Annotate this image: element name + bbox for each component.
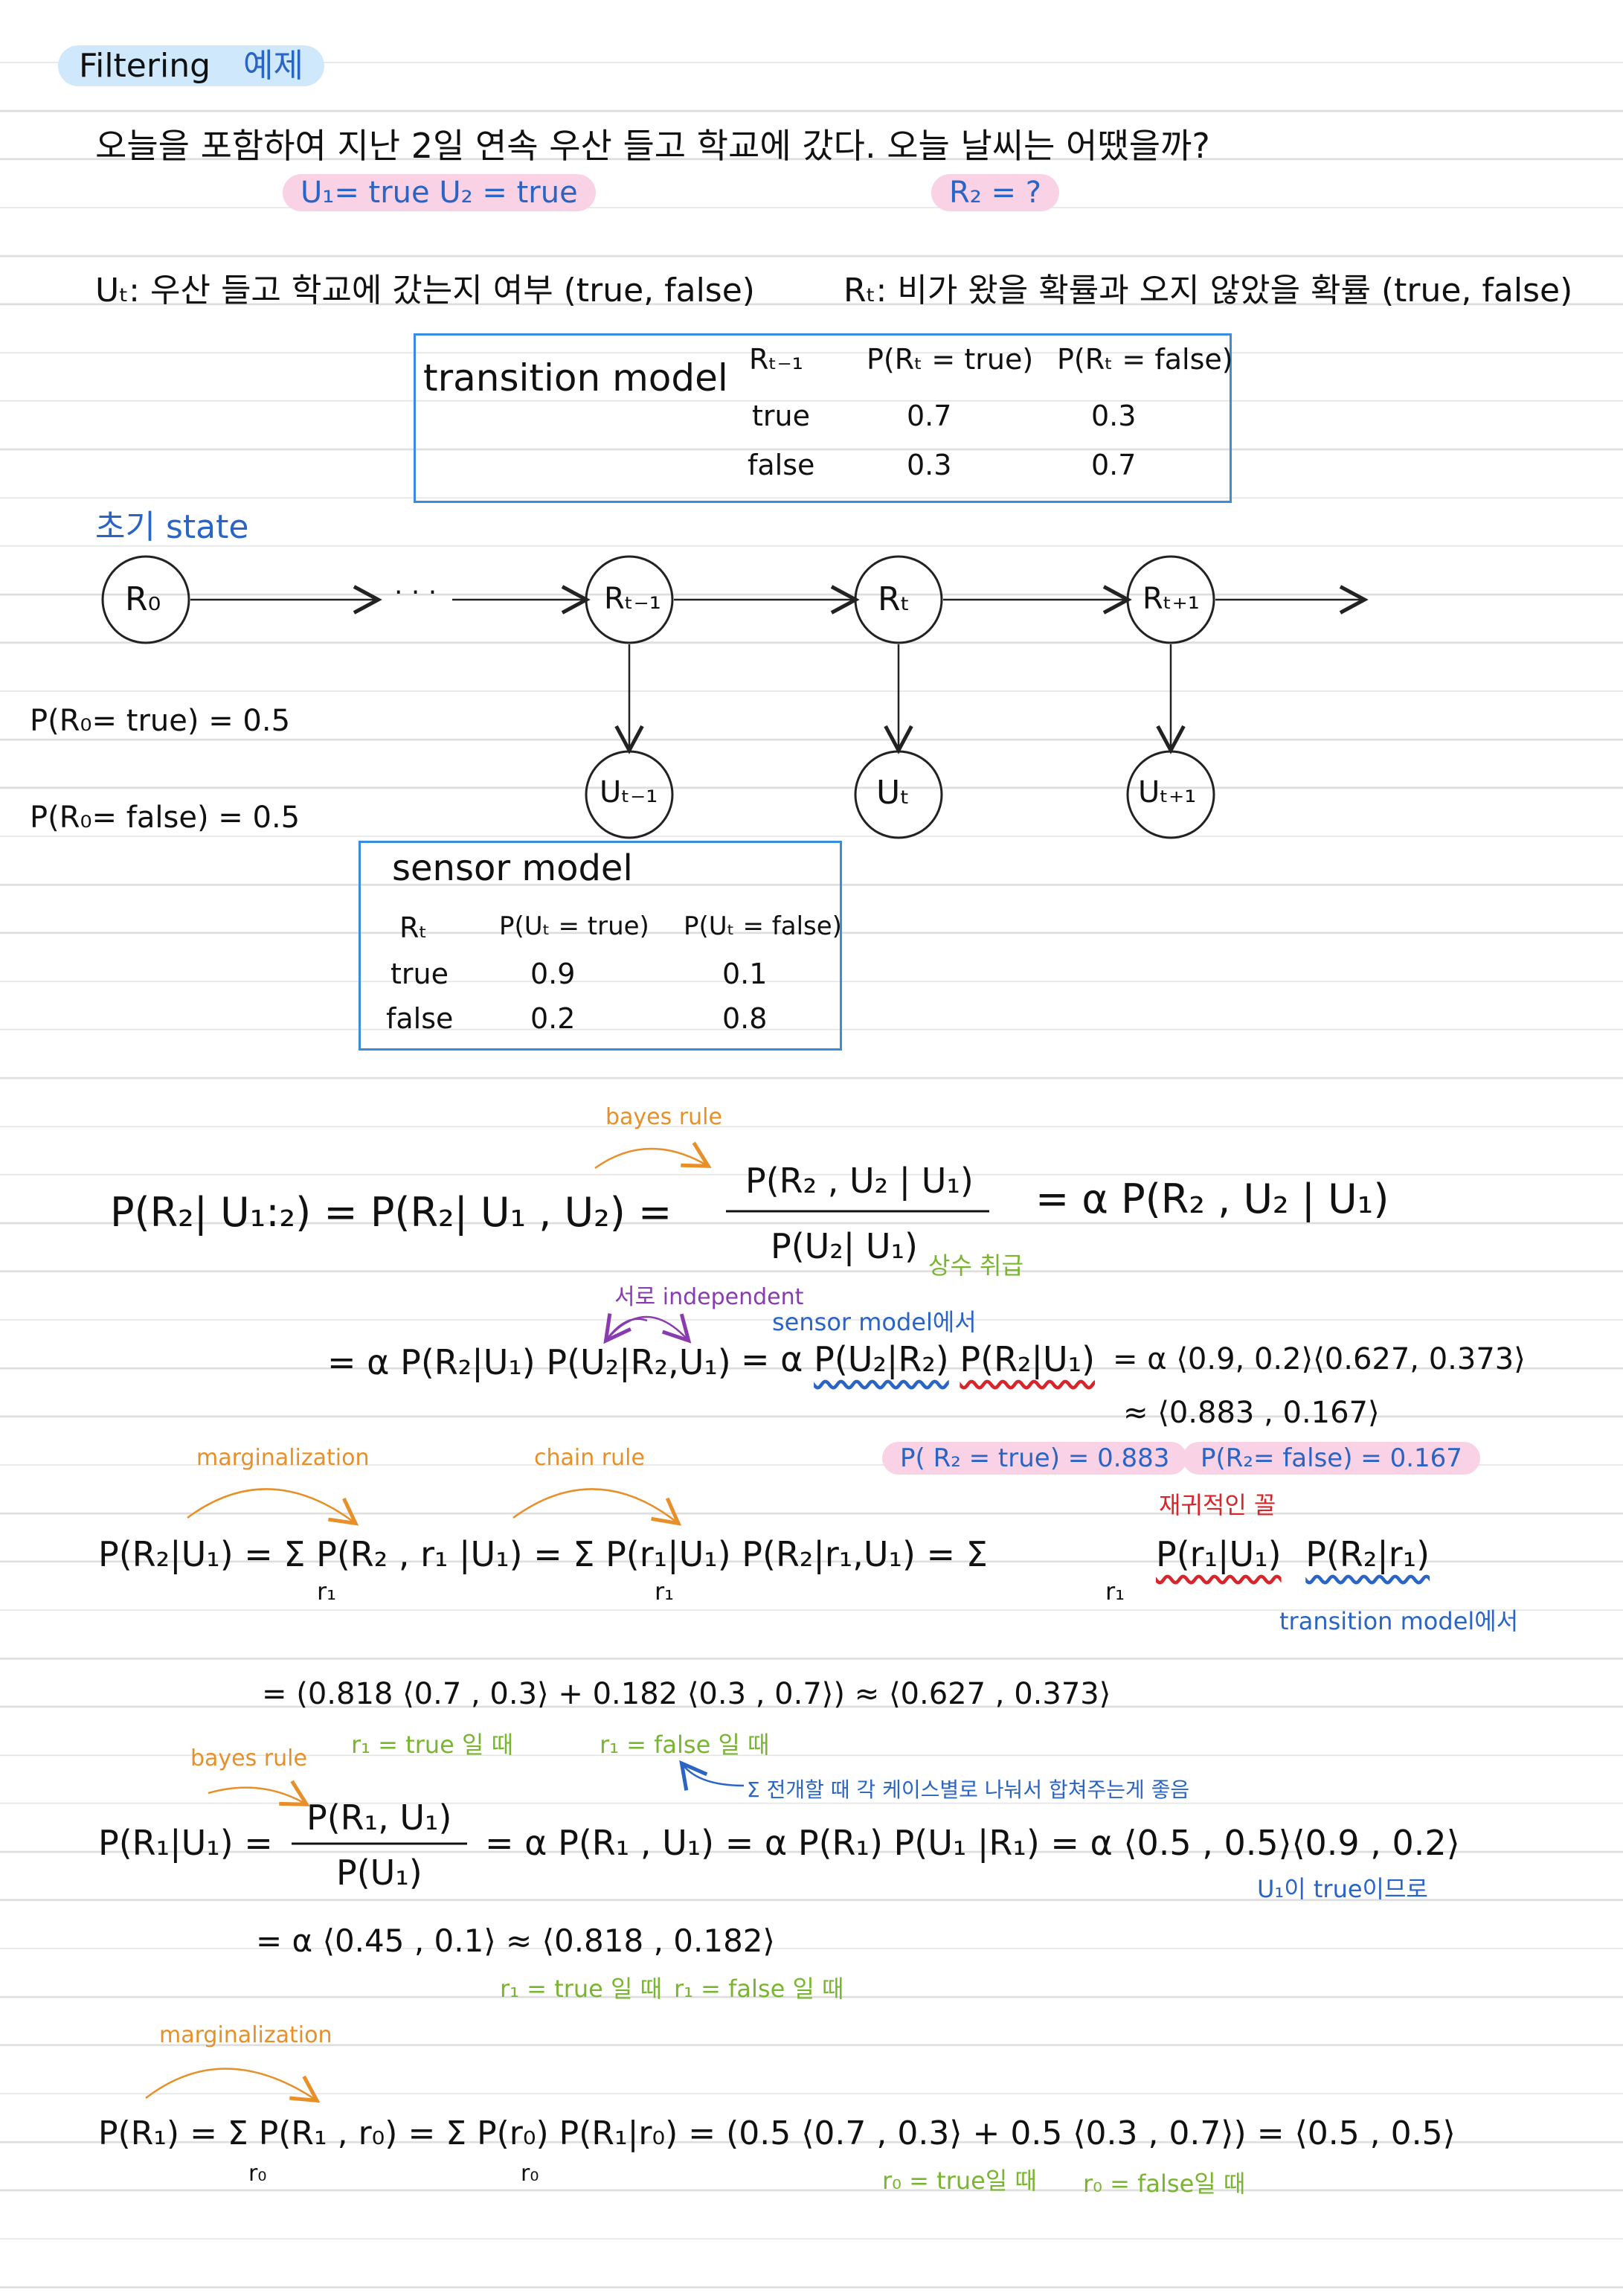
- sensor-model-table: sensor model Rₜ P(Uₜ = true) P(Uₜ = fals…: [359, 841, 842, 1051]
- eq2-result-false-text: P(R₂= false) = 0.167: [1183, 1442, 1480, 1475]
- sm-row-0-col-2: 0.1: [722, 958, 768, 990]
- eq2-sensor-term: P(U₂|R₂): [814, 1339, 949, 1379]
- initial-state-label: 초기 state: [95, 508, 249, 546]
- eq3-transition-note: transition model에서: [1279, 1607, 1519, 1635]
- query-text: R₂ = ?: [931, 174, 1060, 211]
- sm-row-1-col-1: 0.2: [530, 1002, 576, 1035]
- eq7-r-false: r₀ = false일 때: [1083, 2170, 1246, 2198]
- sensor-model-label: sensor model: [392, 847, 633, 889]
- eq1-denominator: P(U₂| U₁): [771, 1226, 918, 1266]
- eq2-independent-label: 서로 independent: [614, 1284, 804, 1310]
- tm-row-1-col-0: false: [748, 449, 815, 481]
- eq1-lhs: P(R₂| U₁:₂) = P(R₂| U₁ , U₂) =: [110, 1189, 672, 1236]
- eq1-rhs: = α P(R₂ , U₂ | U₁): [1035, 1176, 1389, 1222]
- sm-row-1-col-0: false: [386, 1002, 454, 1035]
- eq3-sub-1: r₁: [317, 1577, 336, 1606]
- prior-true: P(R₀= true) = 0.5: [30, 704, 291, 738]
- tm-header-0: Rₜ₋₁: [749, 343, 803, 376]
- eq5-numerator: P(R₁, U₁): [306, 1798, 452, 1838]
- tm-row-0-col-2: 0.3: [1091, 400, 1137, 432]
- eq5-lhs: P(R₁|U₁) =: [98, 1823, 273, 1863]
- obs-label-ut+1: Uₜ₊₁: [1138, 775, 1197, 809]
- eq6-r-false: r₁ = false 일 때: [674, 1975, 844, 2003]
- sm-header-0: Rₜ: [399, 911, 428, 944]
- chain-ellipsis: · · ·: [394, 577, 437, 608]
- transition-model-label: transition model: [423, 356, 728, 400]
- sm-row-0-col-1: 0.9: [530, 958, 576, 990]
- eq3-term-recursive: P(r₁|U₁): [1156, 1534, 1282, 1574]
- tm-row-0-col-0: true: [752, 400, 810, 432]
- eq7-sub-1: r₀: [248, 2161, 267, 2187]
- title-ko: 예제: [243, 47, 303, 85]
- eq7-r-true: r₀ = true일 때: [882, 2167, 1037, 2195]
- eq2-sensor-label: sensor model에서: [772, 1308, 977, 1336]
- transition-model-table: transition model Rₜ₋₁ P(Rₜ = true) P(Rₜ …: [414, 333, 1233, 503]
- eq2-result-true: P( R₂ = true) = 0.883: [882, 1442, 1188, 1475]
- problem-statement: 오늘을 포함하여 지난 2일 연속 우산 들고 학교에 갔다. 오늘 날씨는 어…: [95, 126, 1210, 166]
- r-definition: Rₜ: 비가 왔을 확률과 오지 않았을 확률 (true, false): [843, 272, 1573, 310]
- eq4-r-true: r₁ = true 일 때: [351, 1731, 514, 1759]
- eq3-chain-label: chain rule: [534, 1445, 645, 1471]
- tm-row-0-col-1: 0.7: [907, 400, 952, 432]
- eq4-r-false: r₁ = false 일 때: [600, 1731, 770, 1759]
- sm-header-2: P(Uₜ = false): [684, 911, 842, 941]
- eq5-u-note: U₁이 true이므로: [1257, 1875, 1428, 1903]
- state-label-r0: R₀: [125, 580, 161, 618]
- eq2-recursive-term: P(R₂|U₁): [960, 1339, 1096, 1379]
- eq1-const-note: 상수 취급: [928, 1251, 1023, 1280]
- eq5-rhs: = α P(R₁ , U₁) = α P(R₁) P(U₁ |R₁) = α ⟨…: [485, 1823, 1460, 1863]
- eq7-marginalization-label: marginalization: [159, 2022, 332, 2048]
- sm-row-1-col-2: 0.8: [722, 1002, 768, 1035]
- eq2-result-true-text: P( R₂ = true) = 0.883: [882, 1442, 1188, 1475]
- tm-row-1-col-1: 0.3: [907, 449, 952, 481]
- eq6-line: = α ⟨0.45 , 0.1⟩ ≈ ⟨0.818 , 0.182⟩: [256, 1923, 775, 1959]
- given-observations: U₁= true U₂ = true: [283, 174, 596, 211]
- eq2-lhs: = α P(R₂|U₁) P(U₂|R₂,U₁): [327, 1342, 731, 1382]
- given-text: U₁= true U₂ = true: [283, 174, 596, 211]
- title-en: Filtering: [79, 47, 211, 85]
- eq3-term-transition: P(R₂|r₁): [1305, 1534, 1430, 1574]
- eq6-r-true: r₁ = true 일 때: [500, 1975, 663, 2003]
- eq2-rhs: = α ⟨0.9, 0.2⟩⟨0.627, 0.373⟩: [1113, 1342, 1526, 1376]
- eq3-terms: P(r₁|U₁) P(R₂|r₁): [1156, 1534, 1430, 1574]
- prior-false: P(R₀= false) = 0.5: [30, 801, 301, 835]
- eq3-sub-2: r₁: [655, 1577, 674, 1606]
- tm-header-1: P(Rₜ = true): [867, 343, 1034, 376]
- eq1-bayes-label: bayes rule: [605, 1104, 722, 1130]
- eq2-middle: = α P(U₂|R₂) P(R₂|U₁): [741, 1339, 1095, 1379]
- u-definition: Uₜ: 우산 들고 학교에 갔는지 여부 (true, false): [95, 272, 755, 310]
- state-label-rt+1: Rₜ₊₁: [1142, 582, 1200, 616]
- eq2-alpha: = α: [741, 1339, 814, 1379]
- page-title: Filtering 예제: [58, 39, 324, 86]
- state-label-rt-1: Rₜ₋₁: [604, 582, 661, 616]
- eq4-sigma-note: Σ 전개할 때 각 케이스별로 나눠서 합쳐주는게 좋음: [747, 1777, 1190, 1802]
- eq3-marginalization-label: marginalization: [196, 1445, 370, 1471]
- state-node-r0: [101, 555, 190, 644]
- eq3-recursive-label: 재귀적인 꼴: [1159, 1491, 1276, 1519]
- tm-row-1-col-2: 0.7: [1091, 449, 1137, 481]
- eq5-denominator: P(U₁): [336, 1853, 422, 1893]
- eq2-approx: ≈ ⟨0.883 , 0.167⟩: [1123, 1396, 1380, 1430]
- sm-row-0-col-0: true: [391, 958, 449, 990]
- eq2-result-false: P(R₂= false) = 0.167: [1183, 1442, 1480, 1475]
- obs-label-ut: Uₜ: [876, 774, 910, 812]
- eq4-line: = (0.818 ⟨0.7 , 0.3⟩ + 0.182 ⟨0.3 , 0.7⟩…: [262, 1677, 1111, 1711]
- eq1-numerator: P(R₂ , U₂ | U₁): [745, 1161, 974, 1201]
- obs-label-ut-1: Uₜ₋₁: [600, 775, 658, 809]
- eq7-line: P(R₁) = Σ P(R₁ , r₀) = Σ P(r₀) P(R₁|r₀) …: [98, 2114, 1456, 2152]
- eq7-sub-2: r₀: [521, 2161, 539, 2187]
- eq5-bayes-label: bayes rule: [190, 1745, 307, 1771]
- tm-header-2: P(Rₜ = false): [1057, 343, 1233, 376]
- query: R₂ = ?: [931, 174, 1060, 211]
- eq3-lhs: P(R₂|U₁) = Σ P(R₂ , r₁ |U₁) = Σ P(r₁|U₁)…: [98, 1534, 988, 1574]
- state-label-rt: Rₜ: [878, 580, 910, 618]
- eq3-sub-3: r₁: [1105, 1577, 1125, 1606]
- sm-header-1: P(Uₜ = true): [499, 911, 649, 941]
